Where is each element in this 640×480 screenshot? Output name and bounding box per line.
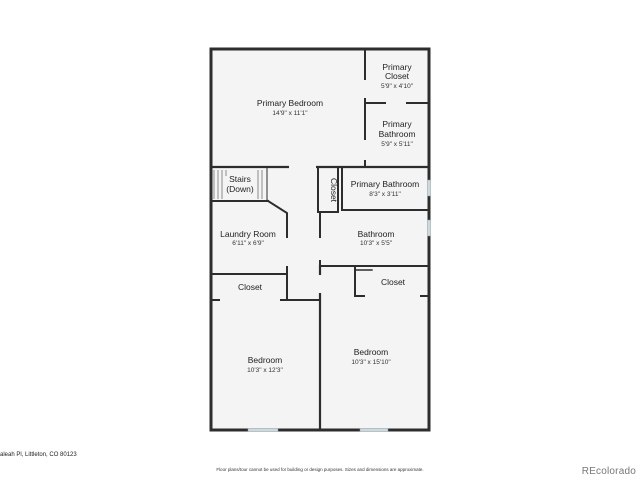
- room-dim-primary-bedroom: 14'9" x 11'1": [272, 110, 308, 117]
- windows: [247, 179, 431, 432]
- room-dim-primary-bathroom-lower: 8'3" x 3'11": [369, 191, 401, 198]
- room-label-primary-bathroom-upper-line2: Bathroom: [379, 129, 416, 139]
- room-dim-bedroom-right: 10'3" x 15'10": [351, 359, 391, 366]
- room-dim-bathroom: 10'3" x 5'5": [360, 240, 393, 247]
- room-label-primary-closet-line1: Primary: [382, 62, 412, 72]
- room-label-closet-right: Closet: [381, 277, 406, 287]
- room-label-stairs-line2: (Down): [226, 184, 254, 194]
- floor-plan-disclaimer: Floor plans/tour cannot be used for buil…: [216, 467, 424, 472]
- room-label-bedroom-right: Bedroom: [354, 347, 389, 357]
- door-openings: [220, 80, 420, 302]
- room-label-primary-bedroom: Primary Bedroom: [257, 98, 323, 108]
- brand-logo: REcolorado: [581, 466, 636, 477]
- room-label-stairs-line1: Stairs: [229, 174, 251, 184]
- stair-treads: [213, 170, 263, 199]
- room-label-bedroom-left: Bedroom: [248, 355, 283, 365]
- room-label-closet-left: Closet: [238, 282, 263, 292]
- room-label-primary-bathroom-lower: Primary Bathroom: [351, 179, 420, 189]
- room-dim-primary-closet: 5'9" x 4'10": [381, 83, 414, 90]
- room-dim-primary-bathroom-upper: 5'9" x 5'11": [381, 141, 413, 148]
- property-address: aleah Pl, Littleton, CO 80123: [0, 452, 77, 458]
- room-label-hall-closet: Closet: [329, 178, 339, 203]
- room-label-primary-closet-line2: Closet: [385, 71, 410, 81]
- room-labels: Primary Bedroom 14'9" x 11'1" Primary Cl…: [220, 62, 419, 374]
- room-label-primary-bathroom-upper-line1: Primary: [382, 119, 412, 129]
- room-label-laundry-room: Laundry Room: [220, 229, 276, 239]
- room-label-bathroom: Bathroom: [358, 229, 395, 239]
- room-dim-bedroom-left: 10'3" x 12'3": [247, 367, 283, 374]
- room-dim-laundry-room: 6'11" x 6'9": [232, 240, 264, 247]
